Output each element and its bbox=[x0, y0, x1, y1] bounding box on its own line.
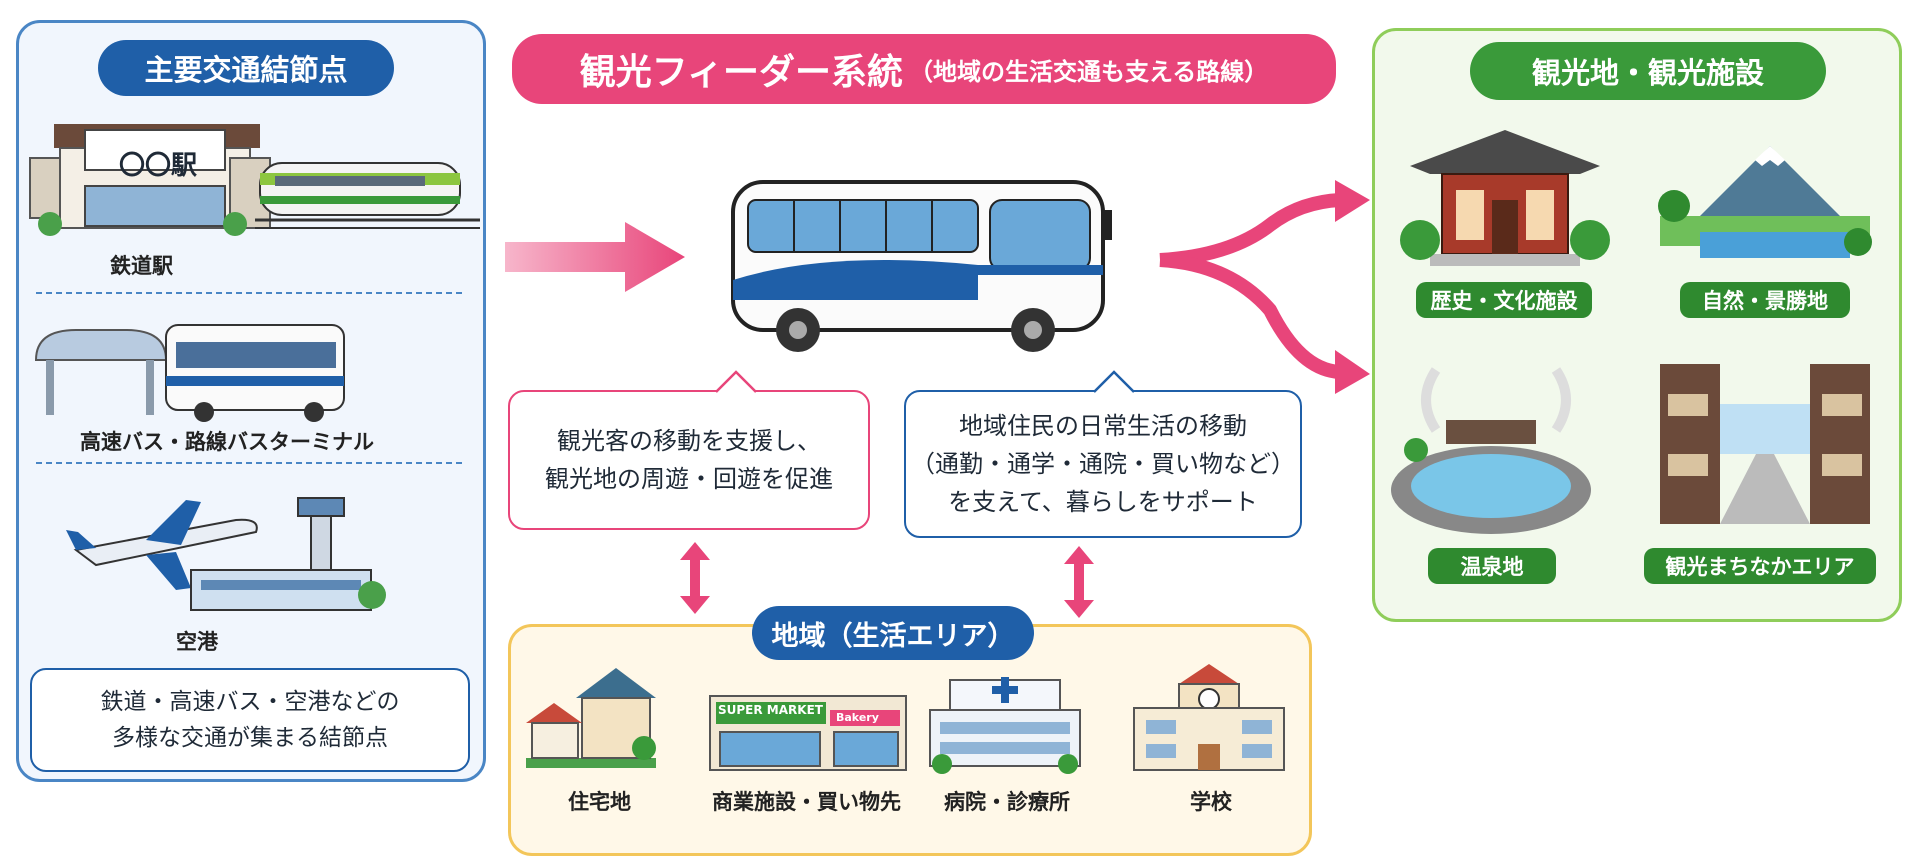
nature-scenery-illustration bbox=[1658, 146, 1872, 258]
tourist-support-bubble: 観光客の移動を支援し、 観光地の周遊・回遊を促進 bbox=[508, 390, 870, 530]
resident-bubble-tail bbox=[1093, 370, 1135, 393]
hot-spring-illustration bbox=[1391, 367, 1591, 534]
residential-label: 住宅地 bbox=[568, 790, 631, 814]
airport-illustration bbox=[66, 497, 386, 611]
resident-support-line-2: （通勤・通学・通院・買い物など） bbox=[911, 450, 1295, 478]
railway-station-illustration bbox=[29, 124, 480, 236]
bus-terminal-illustration bbox=[34, 324, 345, 422]
supermarket-sign: SUPER MARKET bbox=[718, 703, 823, 717]
feeder-title-banner: 観光フィーダー系統 （地域の生活交通も支える路線） bbox=[512, 34, 1336, 104]
residential-illustration bbox=[526, 668, 656, 768]
tourist-support-line-2: 観光地の周遊・回遊を促進 bbox=[545, 465, 833, 493]
hospital-illustration bbox=[929, 677, 1081, 774]
railway-station-label: 鉄道駅 bbox=[110, 254, 173, 278]
feeder-subtitle: （地域の生活交通も支える路線） bbox=[909, 57, 1269, 86]
hub-divider-2 bbox=[36, 462, 462, 464]
tourism-title: 観光地・観光施設 bbox=[1470, 42, 1826, 100]
bakery-sign: Bakery bbox=[836, 711, 879, 724]
historic-cultural-tag: 歴史・文化施設 bbox=[1416, 282, 1592, 318]
feeder-title: 観光フィーダー系統 bbox=[579, 52, 903, 93]
town-area-tag: 観光まちなかエリア bbox=[1644, 548, 1876, 584]
school-label: 学校 bbox=[1190, 790, 1232, 814]
double-arrow-right bbox=[1064, 546, 1094, 618]
hot-spring-tag: 温泉地 bbox=[1428, 548, 1556, 584]
hub-divider-1 bbox=[36, 292, 462, 294]
airport-label: 空港 bbox=[176, 630, 218, 654]
double-arrow-left bbox=[680, 542, 710, 614]
tourist-support-line-1: 観光客の移動を支援し、 bbox=[557, 427, 821, 455]
commercial-label: 商業施設・買い物先 bbox=[712, 790, 901, 814]
station-sign: 〇〇駅 bbox=[118, 151, 197, 181]
resident-support-line-1: 地域住民の日常生活の移動 bbox=[959, 412, 1247, 440]
inflow-arrow bbox=[505, 222, 685, 292]
bus-terminal-label: 高速バス・路線バスターミナル bbox=[80, 430, 374, 454]
hub-summary-box: 鉄道・高速バス・空港などの 多様な交通が集まる結節点 bbox=[30, 668, 470, 772]
nature-scenic-tag: 自然・景勝地 bbox=[1680, 282, 1850, 318]
feeder-bus-illustration bbox=[731, 180, 1112, 352]
outflow-arrows bbox=[1159, 180, 1370, 394]
hub-summary-line-1: 鉄道・高速バス・空港などの bbox=[100, 689, 400, 715]
supermarket-illustration bbox=[709, 695, 907, 771]
town-street-illustration bbox=[1660, 364, 1870, 524]
resident-support-line-3: を支えて、暮らしをサポート bbox=[948, 488, 1258, 516]
historic-temple-illustration bbox=[1400, 130, 1610, 266]
resident-support-bubble: 地域住民の日常生活の移動 （通勤・通学・通院・買い物など） を支えて、暮らしをサ… bbox=[904, 390, 1302, 538]
hub-summary-line-2: 多様な交通が集まる結節点 bbox=[112, 725, 388, 751]
region-title: 地域（生活エリア） bbox=[752, 606, 1034, 660]
tourist-bubble-tail bbox=[715, 370, 757, 393]
hospital-label: 病院・診療所 bbox=[944, 790, 1070, 814]
hub-title: 主要交通結節点 bbox=[98, 40, 394, 96]
school-illustration bbox=[1133, 664, 1285, 771]
